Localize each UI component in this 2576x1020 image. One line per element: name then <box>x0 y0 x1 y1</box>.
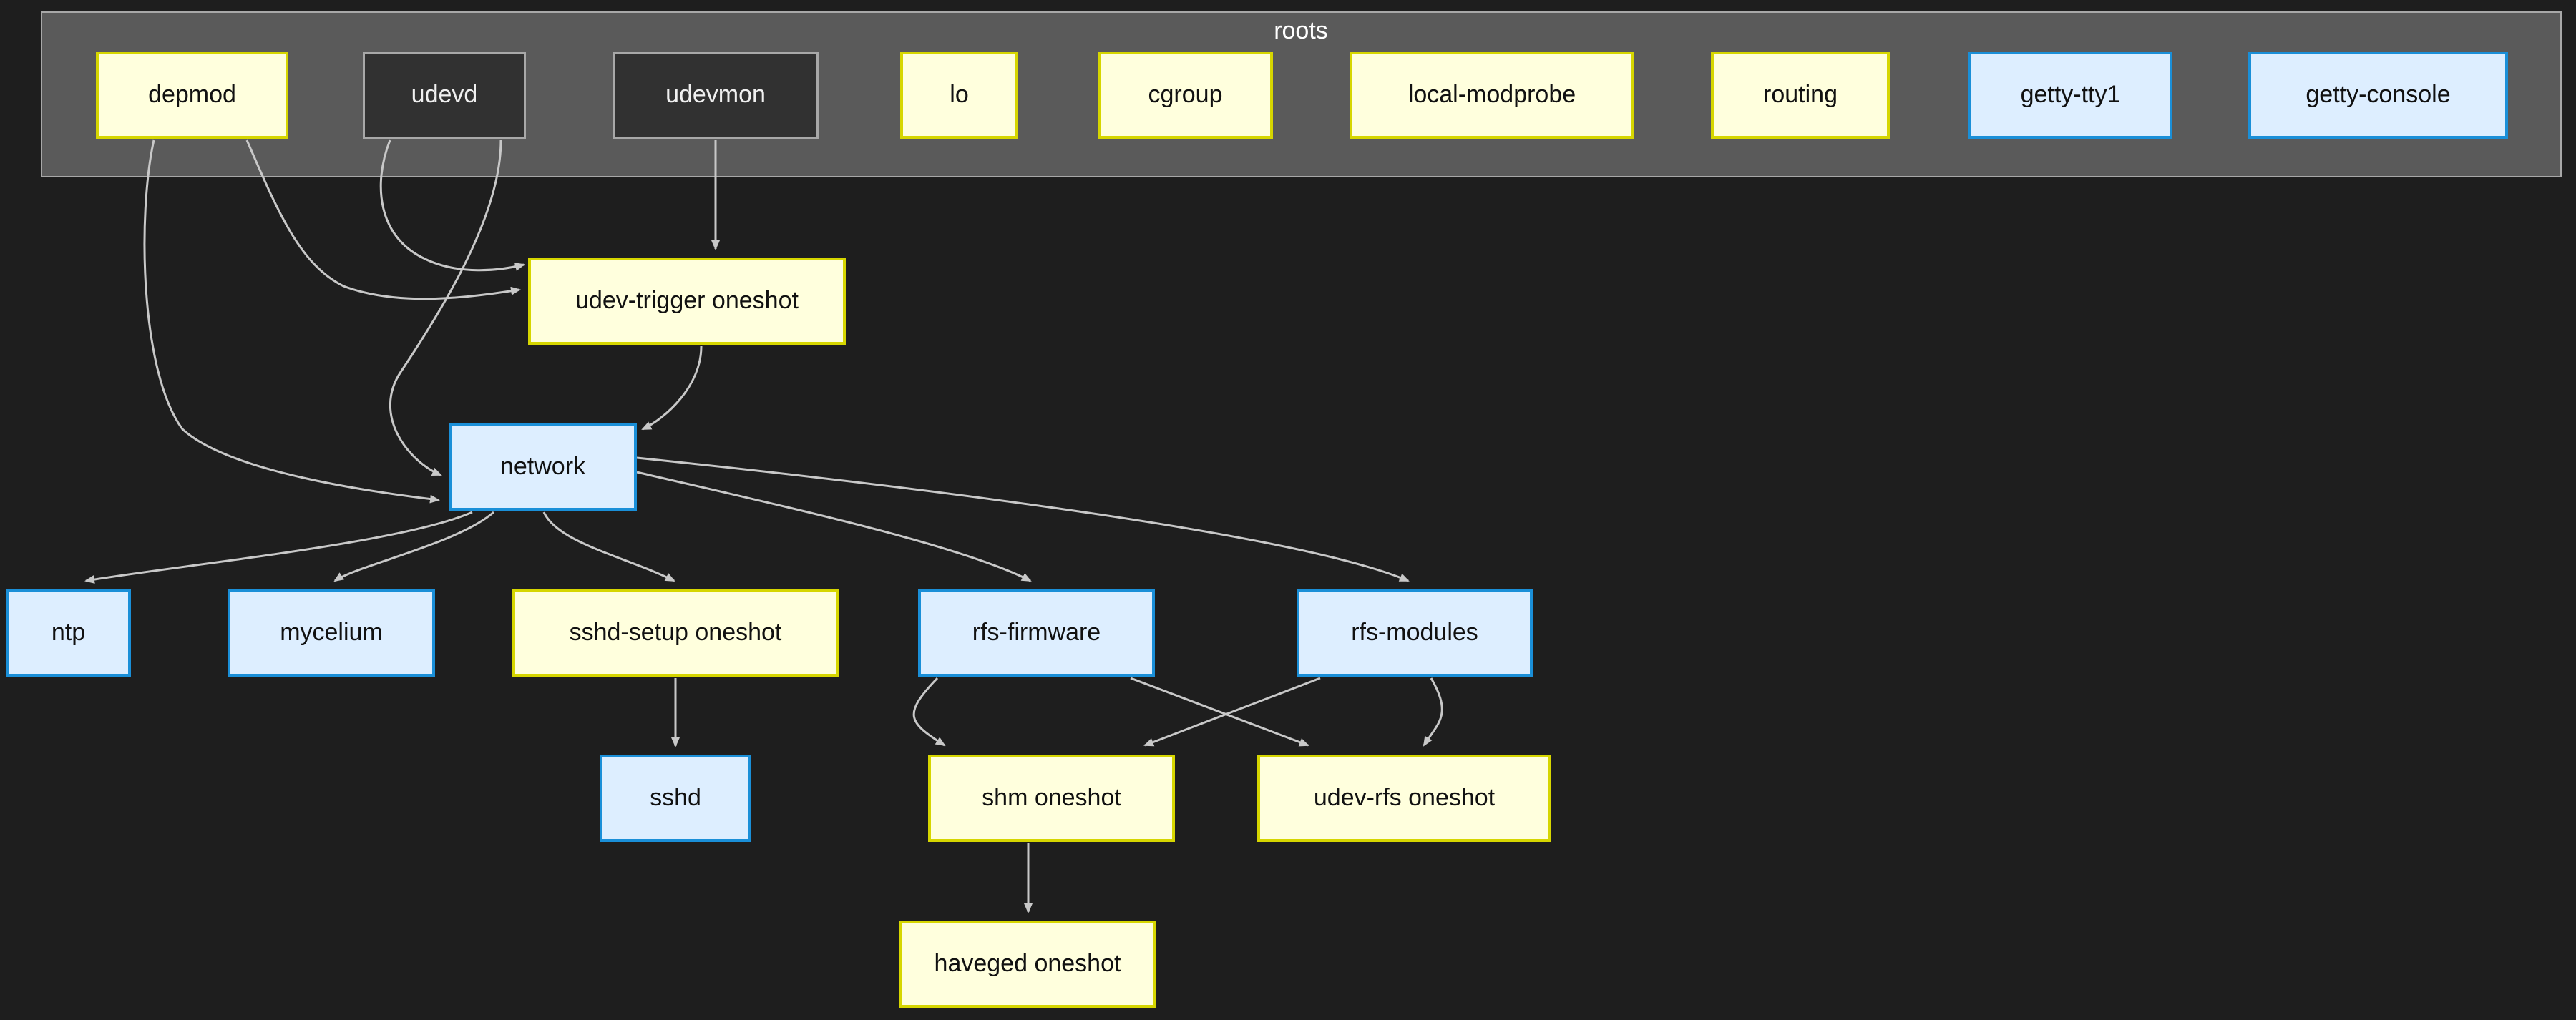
node-haveged[interactable]: haveged oneshot <box>899 921 1156 1008</box>
node-label-udevd: udevd <box>411 81 478 109</box>
node-label-udev-rfs: udev-rfs oneshot <box>1313 784 1496 812</box>
node-label-sshd-setup: sshd-setup oneshot <box>569 619 782 647</box>
edge-network-to-mycelium <box>333 511 494 582</box>
node-rfs-modules[interactable]: rfs-modules <box>1297 589 1533 677</box>
edge-network-to-rfs-modules <box>636 456 1410 582</box>
node-udev-rfs[interactable]: udev-rfs oneshot <box>1257 755 1551 842</box>
node-label-routing: routing <box>1763 81 1838 109</box>
node-label-shm: shm oneshot <box>982 784 1121 812</box>
node-getty-tty1[interactable]: getty-tty1 <box>1968 52 2172 139</box>
node-label-local-modprobe: local-modprobe <box>1407 81 1576 109</box>
edge-depmod-to-network <box>143 139 440 504</box>
node-label-depmod: depmod <box>148 81 236 109</box>
node-label-haveged: haveged oneshot <box>934 950 1121 978</box>
node-udevmon[interactable]: udevmon <box>613 52 819 139</box>
node-label-getty-console: getty-console <box>2306 81 2451 109</box>
node-network[interactable]: network <box>449 423 637 511</box>
node-lo[interactable]: lo <box>900 52 1018 139</box>
node-depmod[interactable]: depmod <box>96 52 288 139</box>
edge-rfs-firmware-to-shm <box>912 677 946 747</box>
edge-rfs-firmware-to-udev-rfs <box>1130 677 1309 747</box>
node-label-rfs-firmware: rfs-firmware <box>972 619 1101 647</box>
node-udevd[interactable]: udevd <box>363 52 526 139</box>
node-label-cgroup: cgroup <box>1148 81 1223 109</box>
edge-rfs-modules-to-udev-rfs <box>1423 677 1443 747</box>
node-local-modprobe[interactable]: local-modprobe <box>1350 52 1634 139</box>
node-label-network: network <box>499 453 586 481</box>
node-label-lo: lo <box>950 81 969 109</box>
node-label-udevmon: udevmon <box>665 81 766 109</box>
edge-network-to-ntp <box>84 511 473 584</box>
node-rfs-firmware[interactable]: rfs-firmware <box>918 589 1155 677</box>
node-shm[interactable]: shm oneshot <box>928 755 1175 842</box>
node-cgroup[interactable]: cgroup <box>1098 52 1273 139</box>
cluster-label-roots: roots <box>1274 17 1328 44</box>
node-label-sshd: sshd <box>650 784 701 812</box>
edge-network-to-rfs-firmware <box>636 471 1032 582</box>
node-sshd-setup[interactable]: sshd-setup oneshot <box>512 589 839 677</box>
node-udev-trigger[interactable]: udev-trigger oneshot <box>528 258 846 345</box>
node-label-rfs-modules: rfs-modules <box>1351 619 1478 647</box>
edge-rfs-modules-to-shm <box>1143 677 1321 747</box>
node-mycelium[interactable]: mycelium <box>228 589 435 677</box>
node-label-mycelium: mycelium <box>280 619 383 647</box>
node-ntp[interactable]: ntp <box>6 589 131 677</box>
edge-udev-trigger-to-network <box>641 345 703 431</box>
node-label-ntp: ntp <box>51 619 86 647</box>
node-getty-console[interactable]: getty-console <box>2248 52 2508 139</box>
node-sshd[interactable]: sshd <box>600 755 751 842</box>
edge-network-to-sshd-setup <box>542 511 675 582</box>
node-label-getty-tty1: getty-tty1 <box>2020 81 2121 109</box>
node-routing[interactable]: routing <box>1711 52 1890 139</box>
node-label-udev-trigger: udev-trigger oneshot <box>575 287 799 315</box>
